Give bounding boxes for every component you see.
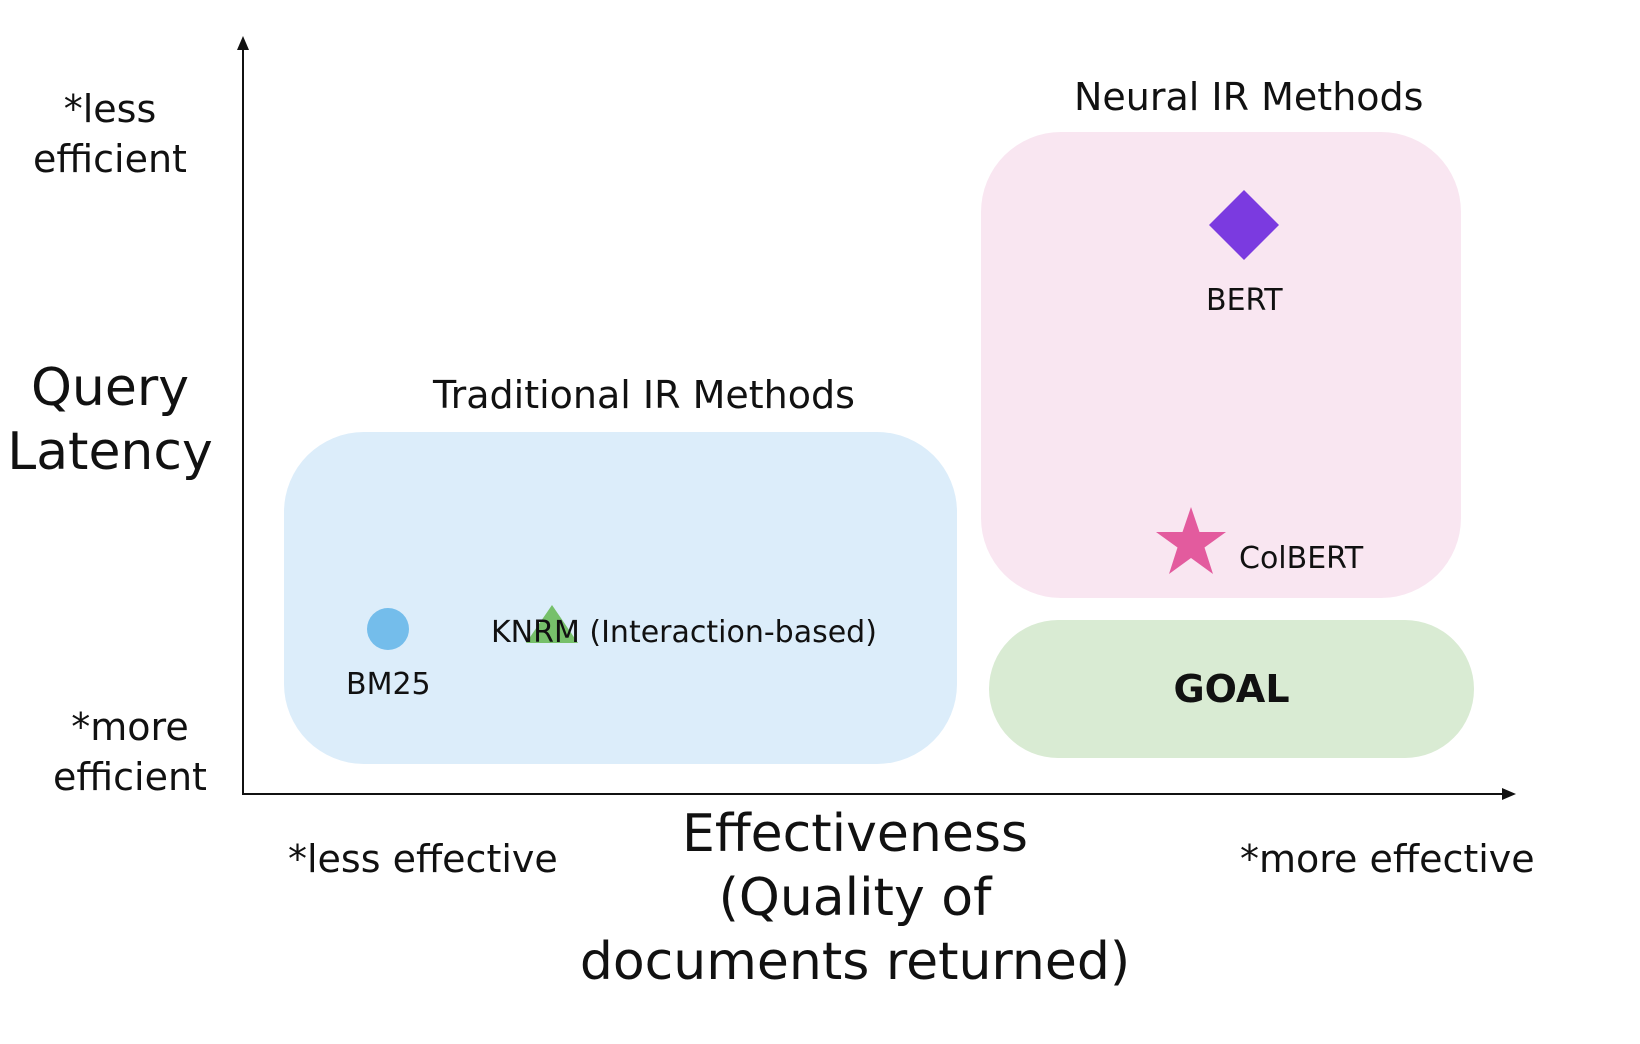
neural-group-title: Neural IR Methods (1074, 75, 1424, 119)
y-axis-title: Query Latency (7, 358, 213, 482)
colbert-label: ColBERT (1239, 541, 1364, 576)
x-axis-left-hint: *less effective (288, 837, 558, 881)
x-axis-arrow (1502, 788, 1516, 800)
y-axis-top-hint: *less efficient (33, 87, 187, 181)
goal-region: GOAL (989, 620, 1474, 758)
traditional-group-title: Traditional IR Methods (433, 373, 855, 417)
y-axis-line (242, 48, 244, 795)
bm25-label: BM25 (346, 667, 431, 702)
bert-diamond-marker (1209, 190, 1279, 260)
x-axis-line (242, 793, 1504, 795)
knrm-label: KNRM (Interaction-based) (491, 615, 877, 650)
colbert-star-marker (1156, 507, 1226, 574)
goal-label: GOAL (1173, 667, 1290, 711)
x-axis-right-hint: *more effective (1240, 837, 1535, 881)
bm25-circle-marker (367, 608, 409, 650)
bert-label: BERT (1206, 283, 1283, 318)
x-axis-title: Effectiveness (Quality of documents retu… (579, 804, 1131, 992)
y-axis-arrow (237, 36, 249, 50)
knrm-triangle-marker (526, 605, 578, 643)
neural-region (981, 132, 1461, 598)
y-axis-bottom-hint: *more efficient (53, 705, 207, 799)
traditional-region (284, 432, 957, 764)
